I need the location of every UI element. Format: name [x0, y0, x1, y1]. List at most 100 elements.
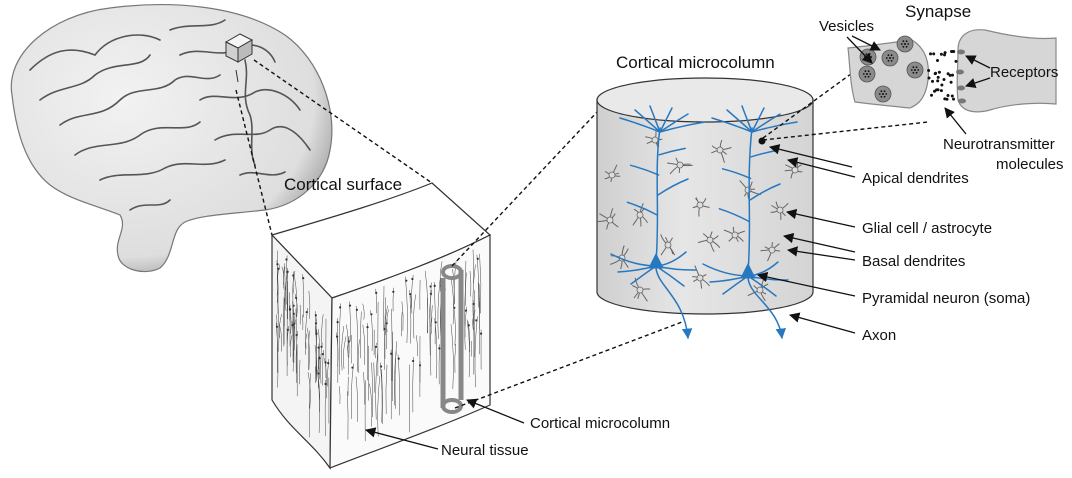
tissue-fiber: [308, 373, 311, 438]
tissue-fiber: [434, 318, 438, 379]
vesicle-content: [880, 90, 883, 93]
vesicle-content: [917, 69, 920, 71]
glial-cell-body: [696, 201, 704, 209]
tissue-cell: [317, 346, 320, 349]
neurotransmitter-molecule: [951, 50, 955, 53]
tissue-fiber: [283, 281, 287, 347]
tissue-cell: [434, 321, 437, 324]
pyramidal-neuron-label: Pyramidal neuron (soma): [862, 290, 1030, 307]
vesicle-content: [865, 53, 868, 56]
vesicle-content: [890, 59, 893, 62]
vesicle-content: [866, 73, 868, 75]
zoom-line-2: [235, 89, 273, 236]
glial-cell: [596, 208, 619, 230]
glial-cell: [760, 242, 781, 262]
tissue-fiber: [424, 270, 429, 334]
tissue-fiber: [429, 282, 432, 356]
neurotransmitter-label-line1: Neurotransmitter: [943, 136, 1055, 153]
vesicles-arrow-1: [851, 35, 881, 51]
tissue-cell: [366, 326, 369, 329]
glial-cell: [723, 226, 745, 242]
tissue-fiber: [467, 321, 470, 353]
vesicle-content: [885, 93, 888, 95]
glial-cell: [711, 139, 732, 163]
tissue-fiber: [347, 391, 349, 440]
vesicle-content: [868, 53, 871, 56]
vesicle-content: [862, 73, 865, 75]
tissue-cell: [324, 382, 327, 386]
synapse-illustration: [847, 29, 1057, 113]
glial-cell: [632, 277, 651, 302]
receptors-arrow-1: [965, 55, 991, 69]
tissue-cell: [374, 345, 378, 348]
tissue-fiber: [377, 376, 381, 437]
apical-dendrite-branch: [659, 113, 689, 133]
tissue-fiber: [375, 349, 379, 420]
tissue-fiber: [288, 305, 292, 334]
tissue-fiber: [308, 330, 310, 371]
tissue-fiber: [464, 272, 467, 338]
zoom-line-1: [253, 59, 433, 184]
tissue-cell: [438, 347, 441, 350]
tissue-fiber: [307, 327, 310, 371]
pyramidal-neurons: [610, 105, 798, 340]
tissue-cell: [277, 267, 280, 270]
tissue-fiber: [472, 310, 476, 330]
brain-outline: [10, 4, 333, 273]
tissue-fiber: [345, 324, 349, 351]
tissue-fiber: [450, 278, 454, 325]
tissue-fiber: [363, 372, 365, 405]
glial-cell-body: [636, 211, 644, 219]
tissue-fiber: [355, 305, 359, 372]
neurotransmitter-molecules: [927, 50, 958, 101]
tissue-cell: [380, 365, 383, 368]
vesicle-content: [880, 95, 883, 98]
tissue-fiber: [469, 270, 472, 297]
vesicle-content: [887, 59, 890, 62]
tissue-fiber: [308, 290, 311, 319]
tissue-fiber: [374, 342, 377, 359]
tissue-fiber: [373, 362, 375, 393]
tissue-cell: [318, 357, 321, 360]
tissue-fiber: [279, 324, 282, 352]
vesicle-content: [892, 57, 895, 59]
tissue-fiber: [413, 294, 416, 339]
tissue-fiber: [294, 276, 298, 318]
block-microcolumn-arrow: [466, 398, 525, 424]
apical-dendrite-branch: [659, 121, 706, 133]
tissue-cell: [339, 306, 342, 309]
neurotransmitter-molecule: [952, 97, 955, 101]
tissue-cell: [327, 362, 330, 365]
apical-dendrite-branch: [726, 109, 753, 133]
tissue-fiber: [474, 316, 478, 388]
tissue-fiber: [315, 319, 317, 336]
tissue-fiber: [394, 341, 397, 409]
cylinder-top: [596, 77, 814, 123]
tissue-fiber: [391, 308, 393, 381]
tissue-fiber: [314, 345, 318, 381]
glial-cell: [739, 180, 761, 200]
tissue-fiber: [472, 299, 475, 375]
glial-cell-body: [636, 286, 644, 294]
tissue-fiber: [318, 354, 321, 370]
glial-cell-body: [676, 161, 684, 169]
block-microcolumn: [440, 264, 464, 414]
glial-cells: [596, 131, 803, 302]
tissue-fiber: [397, 354, 400, 416]
glial-cell-body: [768, 246, 776, 254]
vesicle-content: [914, 69, 916, 71]
apical-dendrite-branch: [751, 107, 765, 133]
tissue-cell: [475, 319, 478, 322]
neurotransmitter-arrow: [944, 107, 967, 135]
tissue-fiber: [439, 261, 443, 292]
tissue-fiber: [285, 270, 289, 311]
neurotransmitter-molecule: [934, 71, 938, 75]
synapse-point: [758, 137, 766, 145]
glial-cell-body: [716, 146, 724, 154]
tissue-fiber: [302, 314, 304, 330]
neurotransmitter-molecule: [930, 93, 933, 97]
glial-cell-body: [696, 274, 704, 282]
vesicle-content: [864, 75, 867, 78]
tissue-fiber: [381, 368, 383, 425]
tissue-fiber: [360, 311, 362, 359]
